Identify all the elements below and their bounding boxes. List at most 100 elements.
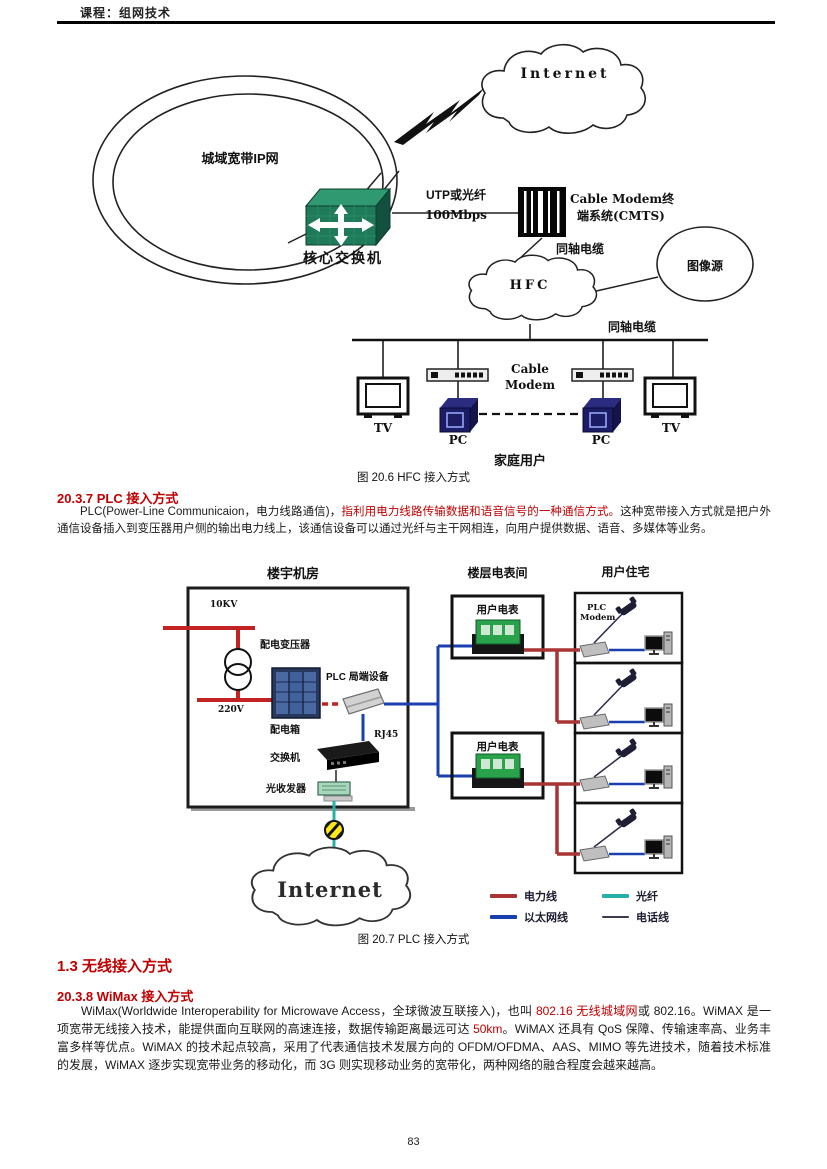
tv-icon [356, 376, 410, 418]
header-divider [57, 21, 775, 24]
internet-cloud-icon [481, 43, 647, 134]
label-dist-box: 配电箱 [270, 725, 300, 736]
telephone-icon [615, 596, 637, 616]
label-utp-fiber: UTP或光纤 [425, 188, 486, 202]
metro-ring-icon [92, 75, 398, 285]
building-room-box [186, 586, 410, 809]
label-220v: 220V [218, 705, 244, 715]
legend-ethernet-line: 以太网线 [490, 909, 568, 925]
label-plc-headend: PLC 局端设备 [326, 672, 389, 683]
optical-node-icon [324, 820, 344, 840]
label-user-meter-1: 用户电表 [476, 604, 519, 616]
cable-modem-icon [571, 368, 634, 382]
label-modem: Modem [505, 378, 556, 392]
pc-icon [439, 398, 478, 433]
course-header: 课程：组网技术 [80, 6, 172, 20]
label-internet: Internet [277, 877, 383, 902]
label-internet: Internet [520, 66, 610, 82]
label-transformer: 配电变压器 [260, 640, 310, 651]
legend-phone-line: 电话线 [602, 909, 669, 925]
figure-hfc-caption: 图 20.6 HFC 接入方式 [356, 472, 471, 484]
label-coax-2: 同轴电缆 [608, 320, 657, 334]
label-switch: 交换机 [270, 753, 300, 764]
section-heading-wimax: 20.3.8 WiMax 接入方式 [57, 989, 194, 1004]
computer-icon [644, 631, 673, 655]
plc-paragraph-text-1: PLC(Power-Line Communicaion，电力线路通信)， [80, 506, 342, 518]
plc-modem-icon [579, 845, 610, 862]
wimax-red-text-1: 802.16 无线城域网 [535, 1004, 638, 1018]
distribution-box-icon [271, 667, 321, 719]
legend-power-line: 电力线 [490, 888, 557, 904]
computer-icon [644, 765, 673, 789]
figure-hfc-diagram: 城域宽带IP网 Internet UTP或光纤 100Mbps Cable Mo… [80, 40, 770, 470]
label-plc-modem-2: Modem [580, 613, 616, 623]
plc-modem-icon [579, 641, 610, 658]
wimax-red-text-2: 50km [473, 1022, 503, 1036]
wimax-text-3: 。WiMAX 还具有 QoS 保障、传输速率高、业务丰富多样等优点。WiMAX … [57, 1022, 772, 1072]
label-core-switch: 核心交换机 [303, 250, 383, 266]
figure-plc-diagram: 楼宇机房 楼层电表间 用户住宅 10KV 配电变压器 220V 配电箱 PLC … [150, 558, 695, 953]
fiber-line-swatch [602, 894, 629, 898]
optical-transceiver-icon [317, 781, 353, 802]
plc-modem-icon [579, 775, 610, 792]
label-rj45: RJ45 [374, 730, 399, 740]
meter-box-2 [450, 731, 545, 800]
power-line-swatch [490, 894, 517, 898]
label-home-users: 家庭用户 [493, 453, 546, 468]
tv-icon [643, 376, 697, 418]
computer-icon [644, 835, 673, 859]
computer-icon [644, 703, 673, 727]
label-user-meter-2: 用户电表 [476, 741, 519, 753]
section-heading-wireless: 1.3 无线接入方式 [57, 958, 173, 975]
label-hfc: HFC [509, 278, 551, 293]
plc-diagram-graphics [163, 586, 684, 927]
telephone-icon [615, 808, 637, 828]
label-cmts-line2: 端系统(CMTS) [577, 209, 665, 223]
label-transceiver: 光收发器 [266, 784, 306, 795]
cable-modem-icon [426, 368, 489, 382]
plc-paragraph: PLC(Power-Line Communicaion，电力线路通信)，指利用电… [57, 504, 771, 538]
page-number: 83 [407, 1136, 420, 1148]
label-pc-left: PC [448, 433, 468, 447]
label-speed: 100Mbps [425, 208, 487, 222]
label-tv-right: TV [661, 421, 681, 435]
wimax-text-1: WiMax(Worldwide Interoperability for Mic… [81, 1004, 536, 1018]
ethernet-line-swatch [490, 915, 517, 919]
label-metro-net: 城域宽带IP网 [201, 151, 279, 166]
section-heading-plc: 20.3.7 PLC 接入方式 [57, 491, 179, 506]
label-meter-room: 楼层电表间 [467, 566, 528, 580]
residence-rooms [573, 591, 684, 875]
plc-modem-icon [579, 713, 610, 730]
plc-headend-icon [342, 688, 385, 715]
label-residence: 用户住宅 [601, 565, 650, 579]
image-source-icon [656, 226, 754, 302]
core-switch-icon [304, 187, 392, 247]
meter-icon [472, 619, 524, 654]
label-image-source: 图像源 [686, 259, 723, 273]
telephone-icon [615, 668, 637, 688]
plc-paragraph-text-2: 这种宽带接入方式就是把户外通信设备插入到变压器用户侧的输出电力线上，该通信设备可… [57, 506, 772, 535]
transformer-icon [224, 648, 252, 691]
label-cmts-line1: Cable Modem终 [570, 192, 675, 206]
label-cable: Cable [511, 362, 549, 376]
hfc-diagram-graphics [92, 43, 754, 433]
wimax-paragraph: WiMax(Worldwide Interoperability for Mic… [57, 1002, 771, 1074]
meter-box-1 [450, 594, 545, 660]
label-plc-modem-1: PLC [587, 603, 607, 613]
label-tv-left: TV [373, 421, 393, 435]
label-pc-right: PC [591, 433, 611, 447]
figure-plc-caption: 图 20.7 PLC 接入方式 [357, 934, 470, 946]
wimax-text-2: 或 802.16。WiMAX 是一项宽带无线接入技术，能提供面向互联网的高速连接… [57, 1004, 771, 1036]
label-coax-1: 同轴电缆 [556, 242, 605, 256]
pc-icon [582, 398, 621, 433]
phone-line-swatch [602, 916, 629, 918]
ethernet-switch-icon [317, 741, 379, 770]
cmts-icon [518, 187, 566, 237]
legend-fiber-line: 光纤 [602, 888, 658, 904]
label-10kv: 10KV [210, 600, 238, 610]
lightning-icon [394, 88, 484, 145]
telephone-icon [615, 738, 637, 758]
plc-paragraph-red-text: 指利用电力线路传输数据和语音信号的一种通信方式。 [341, 506, 621, 518]
meter-icon [472, 753, 524, 788]
